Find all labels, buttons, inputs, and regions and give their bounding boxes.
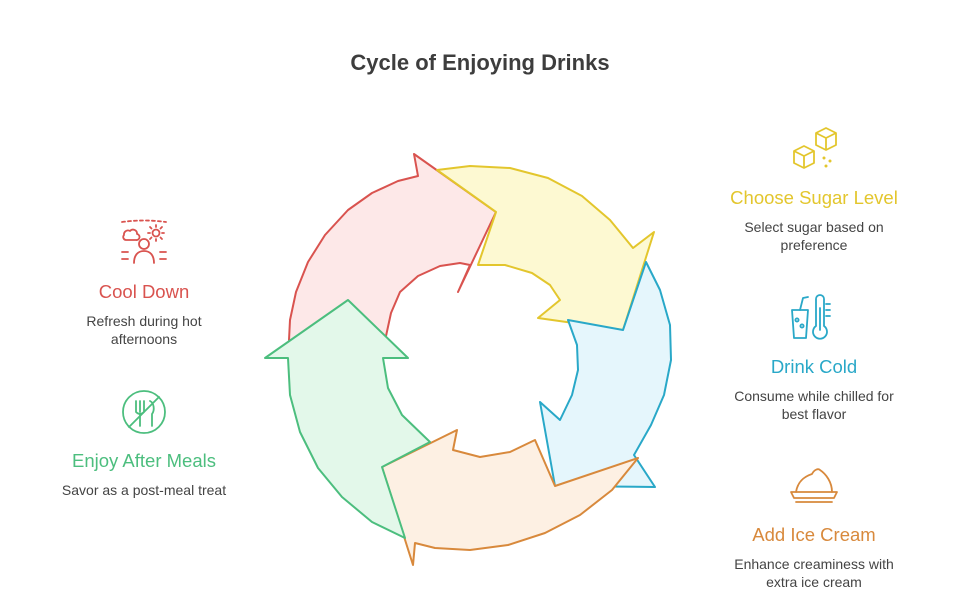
step-drink-cold: Drink Cold Consume while chilled for bes… — [694, 294, 934, 423]
cycle-arrow-orange — [381, 429, 639, 566]
step-cool-down: Cool Down Refresh during hot afternoons — [24, 219, 264, 348]
no-dining-icon — [122, 390, 166, 434]
step-add-ice-cream: Add Ice Cream Enhance creaminess with ex… — [694, 462, 934, 591]
ice-cream-bowl-icon — [790, 468, 838, 503]
sugar-cubes-icon — [793, 127, 837, 169]
cold-drink-thermometer-icon — [791, 294, 831, 340]
step-label: Cool Down — [98, 281, 190, 302]
step-choose-sugar-level: Choose Sugar Level Select sugar based on… — [694, 125, 934, 254]
cycle-arrow-green — [264, 299, 431, 539]
step-description: Consume while chilled for best flavor — [734, 388, 894, 422]
step-label: Add Ice Cream — [752, 524, 876, 545]
step-description: Savor as a post-meal treat — [61, 482, 227, 498]
step-enjoy-after-meals: Enjoy After Meals Savor as a post-meal t… — [24, 388, 264, 499]
step-description: Select sugar based on preference — [744, 219, 884, 253]
diagram-title: Cycle of Enjoying Drinks — [350, 50, 610, 75]
person-sun-weather-icon — [121, 219, 167, 264]
step-description: Refresh during hot afternoons — [86, 313, 202, 347]
step-label: Choose Sugar Level — [730, 187, 898, 208]
step-label: Drink Cold — [770, 356, 858, 377]
step-description: Enhance creaminess with extra ice cream — [734, 556, 894, 590]
step-label: Enjoy After Meals — [72, 450, 216, 471]
